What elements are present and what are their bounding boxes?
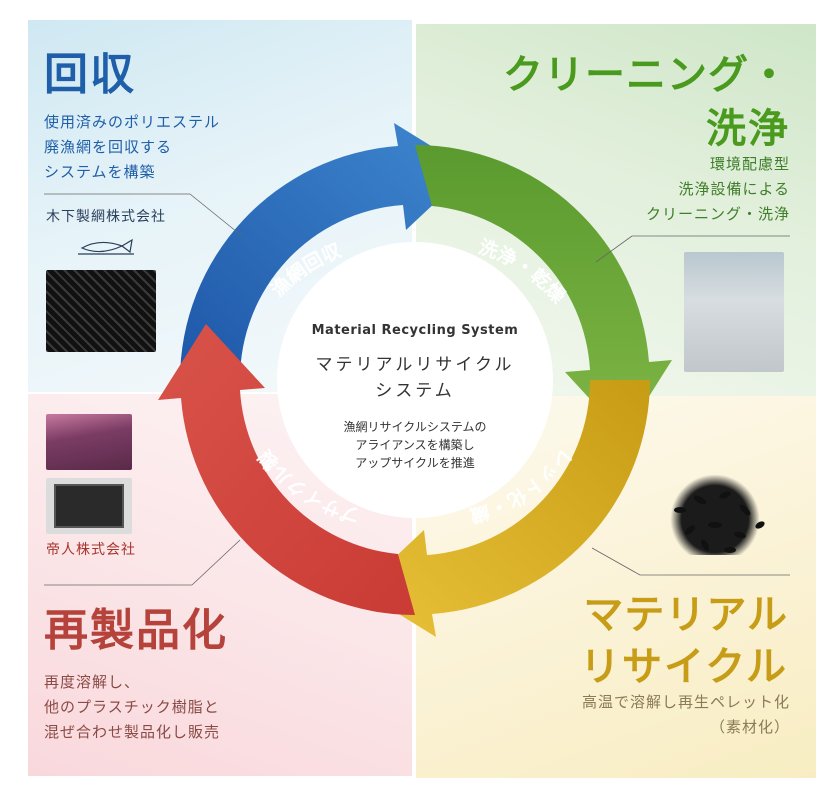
fishing-net-photo — [46, 270, 156, 352]
collection-company: 木下製網株式会社 — [46, 209, 166, 225]
collection-description: 使用済みのポリエステル 廃漁網を回収する システムを構築 — [44, 113, 221, 181]
remanufacture-connector-diag — [191, 539, 241, 586]
cleaning-arrow — [415, 145, 672, 436]
tablet-panel-photo — [46, 478, 132, 534]
center-description: 漁網リサイクルシステムの アライアンスを構築し アップサイクルを推進 — [343, 420, 487, 470]
fabric-product-photo — [46, 414, 132, 470]
cleaning-title-line2: 洗浄 — [706, 105, 790, 152]
center-circle — [277, 242, 553, 518]
cleaning-title-line1: クリーニング・ — [503, 51, 790, 98]
center-title-jp-line2: システム — [375, 381, 455, 401]
remanufacture-arrow — [158, 324, 415, 615]
collection-title: 回収 — [44, 49, 136, 100]
collection-arrow — [180, 123, 470, 380]
remanufacture-title: 再製品化 — [44, 605, 228, 656]
remanufacture-company: 帝人株式会社 — [46, 542, 136, 558]
collection-connector-diag — [189, 193, 243, 237]
center-title-jp-line1: マテリアルリサイクル — [315, 355, 515, 375]
remanufacture-description: 再度溶解し、 他のプラスチック樹脂と 混ぜ合わせ製品化し販売 — [44, 673, 221, 741]
cleaning-description: 環境配慮型 洗浄設備による クリーニング・洗浄 — [645, 155, 790, 223]
material-title-line1: マテリアル — [583, 591, 788, 638]
pellets-photo — [655, 475, 775, 555]
cleaning-facility-photo — [684, 252, 784, 372]
cleaning-connector-diag — [595, 235, 633, 263]
material-title-line2: リサイクル — [580, 643, 788, 690]
material-description: 高温で溶解し再生ペレット化 （素材化） — [581, 693, 790, 736]
fish-icon — [78, 238, 134, 255]
material-arrow — [360, 380, 650, 637]
center-title-en: Material Recycling System — [311, 323, 519, 338]
pellet-dots — [674, 491, 765, 553]
material-connector-diag — [591, 547, 641, 576]
